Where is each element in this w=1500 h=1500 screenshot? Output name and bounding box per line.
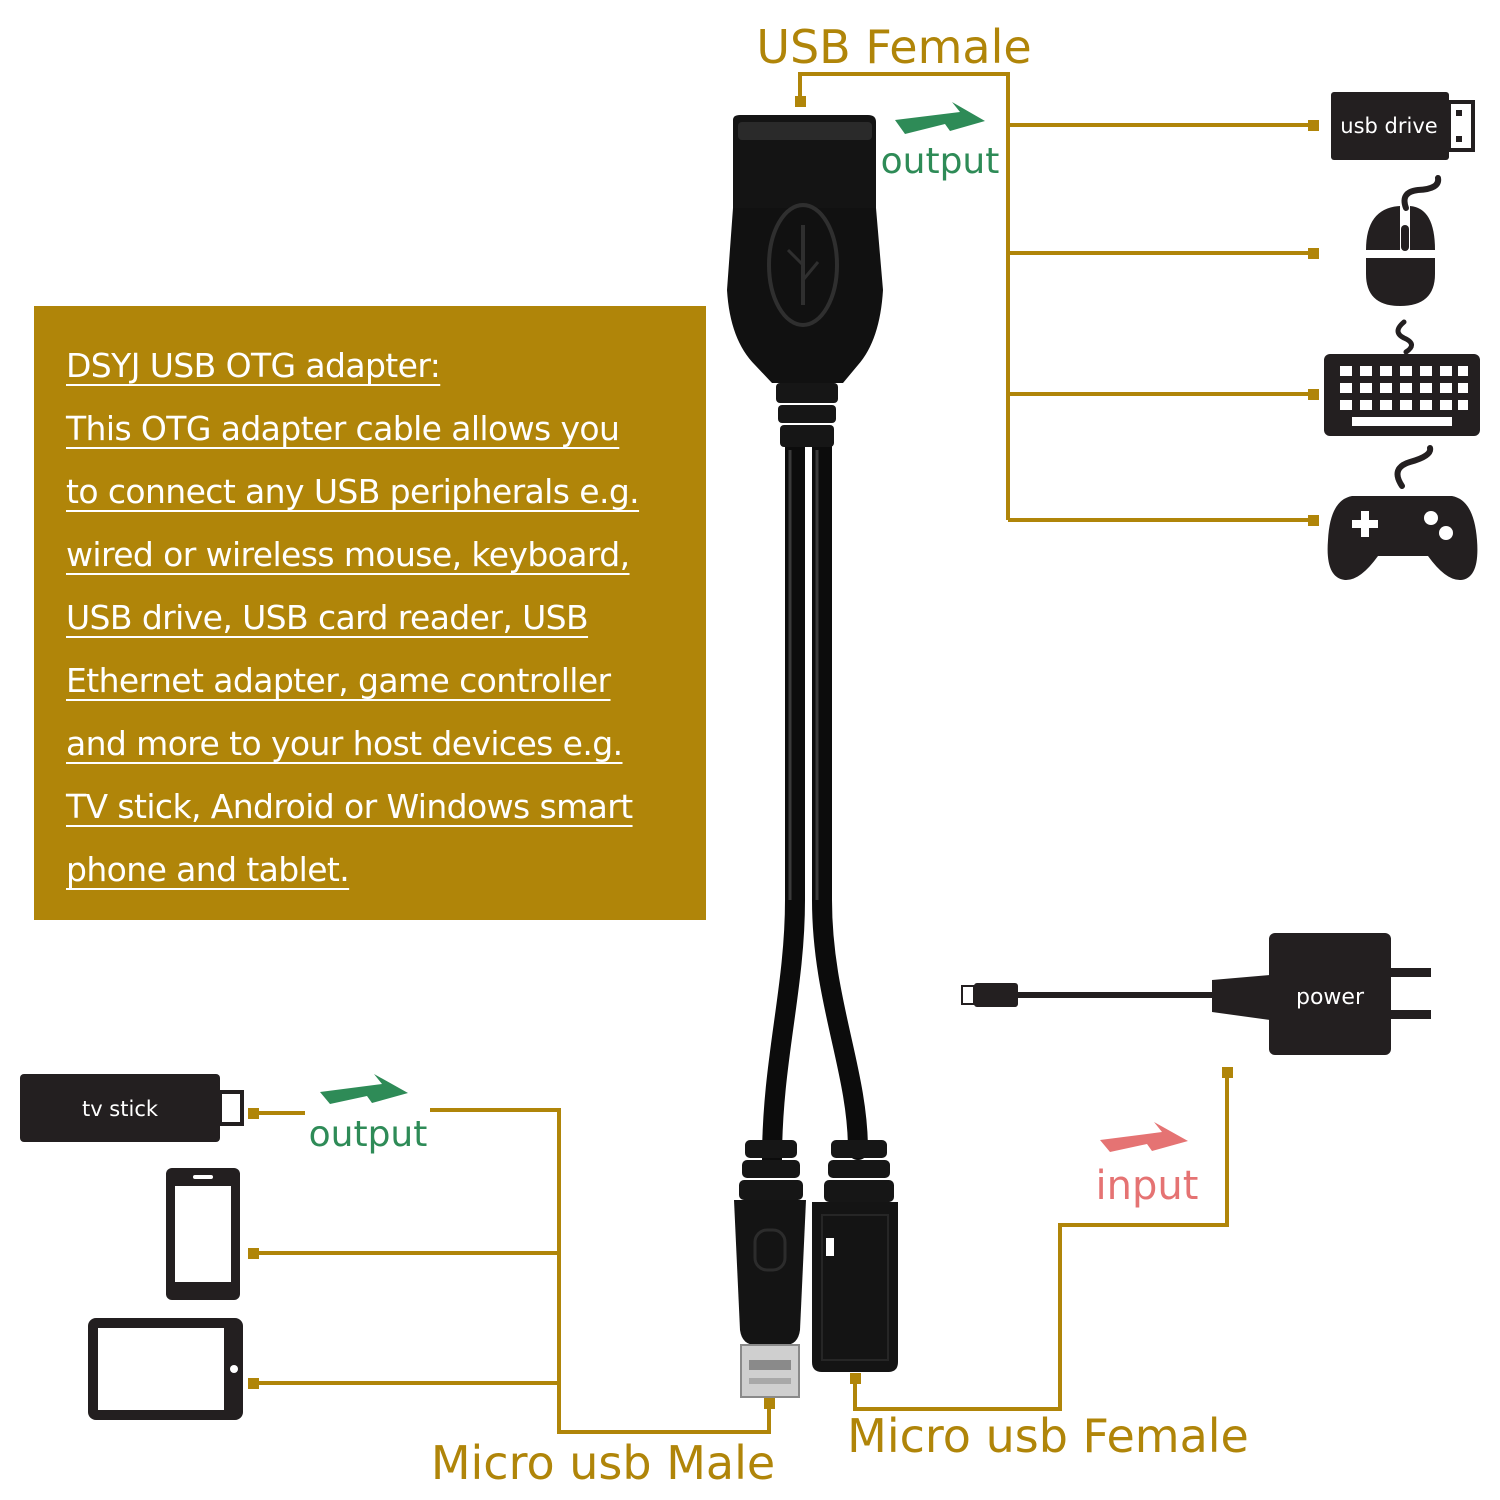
tv-stick-label: tv stick: [82, 1097, 159, 1121]
cable-wire-left: [762, 435, 805, 1170]
micro-usb-female-label: Micro usb Female: [847, 1409, 1249, 1463]
usb-female-connector-lines: [798, 72, 1313, 522]
description-line: wired or wireless mouse, keyboard,: [66, 535, 630, 574]
usb-female-connector: [727, 115, 883, 447]
tv-stick-device: tv stick: [20, 1074, 244, 1142]
keyboard-icon: [1324, 319, 1480, 436]
micro-usb-female-connector: [812, 1140, 898, 1372]
power-adapter-icon: power: [961, 933, 1431, 1055]
description-box: DSYJ USB OTG adapter: This OTG adapter c…: [34, 306, 706, 920]
description-line: Ethernet adapter, game controller: [66, 661, 611, 700]
description-line: TV stick, Android or Windows smart: [66, 787, 633, 826]
usb-drive-device: usb drive: [1331, 92, 1475, 160]
usb-drive-label: usb drive: [1340, 114, 1437, 138]
usb-female-label: USB Female: [756, 20, 1031, 74]
red-lightning-arrow-icon: [1100, 1122, 1188, 1152]
green-lightning-arrow-icon: [320, 1074, 408, 1104]
micro-male-connector-lines: [253, 1108, 771, 1434]
green-lightning-arrow-icon: [895, 102, 985, 134]
description-line: USB drive, USB card reader, USB: [66, 598, 589, 637]
description-line: This OTG adapter cable allows you: [66, 409, 620, 448]
description-title: DSYJ USB OTG adapter:: [66, 346, 441, 385]
mouse-icon: [1366, 175, 1442, 306]
micro-female-connector-dots: [850, 1067, 1233, 1384]
input-label: input: [1096, 1163, 1199, 1209]
micro-male-connector-dots: [248, 1108, 775, 1409]
usb-trident-icon: [767, 203, 839, 327]
otg-cable: [727, 115, 898, 1398]
output-top-label: output: [881, 141, 1000, 182]
micro-usb-male-connector: [734, 1140, 806, 1398]
tablet-icon: [88, 1318, 243, 1420]
usb-female-connector-dots: [795, 96, 1319, 526]
smartphone-icon: [166, 1168, 240, 1300]
gamepad-icon: [1327, 445, 1478, 581]
micro-female-connector-lines: [853, 1072, 1229, 1411]
keyboard-keys: [1340, 366, 1468, 426]
cable-wire-right: [812, 435, 868, 1160]
power-label: power: [1296, 985, 1365, 1010]
description-line: and more to your host devices e.g.: [66, 724, 623, 763]
output-left-label: output: [309, 1114, 428, 1155]
description-line: to connect any USB peripherals e.g.: [66, 472, 640, 511]
description-line: phone and tablet.: [66, 850, 350, 889]
micro-usb-male-label: Micro usb Male: [431, 1436, 775, 1490]
